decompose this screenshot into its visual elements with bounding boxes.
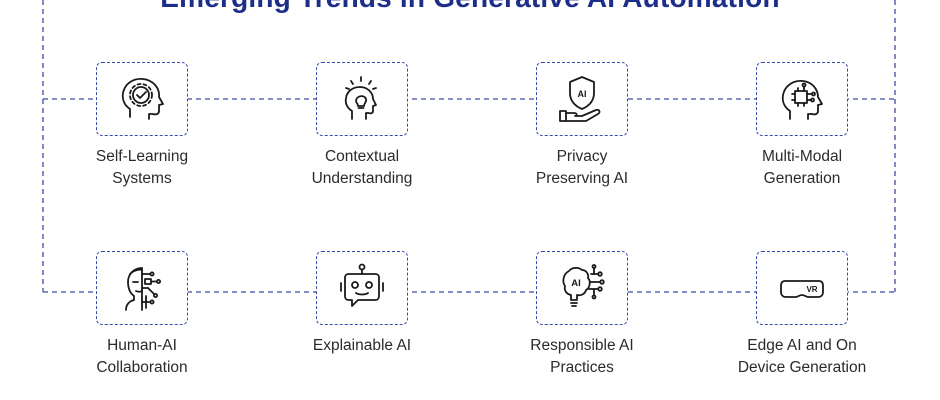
svg-text:AI: AI [571,278,581,289]
ai-bulb-circuit-icon: AI [562,264,605,307]
label-line2: Preserving AI [535,170,629,187]
card-multimodal [756,62,848,136]
label-line1: Human-AI [107,337,177,354]
diagram-title: Emerging Trends in Generative AI Automat… [0,0,940,14]
card-contextual [316,62,408,136]
shield-hand-ai-icon: AI [559,76,601,122]
card-privacy: AI [536,62,628,136]
label-line1: Privacy [556,148,608,165]
brain-gear-icon [121,78,164,120]
svg-text:VR: VR [806,285,817,294]
human-robot-face-icon [125,267,162,311]
label-multimodal: Multi-Modal Generation [712,146,892,190]
card-responsible: AI [536,251,628,325]
card-edge-ai: VR [756,251,848,325]
label-explainable: Explainable AI [272,335,452,357]
vr-headset-icon: VR [780,280,824,298]
label-line1: Self-Learning [95,148,189,165]
label-line1: Multi-Modal [761,148,843,165]
label-line2: Device Generation [737,359,867,376]
label-responsible: Responsible AI Practices [492,335,672,379]
label-line2: Practices [550,359,614,376]
label-line2: Collaboration [96,359,188,376]
label-line1: Explainable AI [312,337,412,354]
label-human-ai: Human-AI Collaboration [52,335,232,379]
svg-text:AI: AI [578,89,587,99]
label-line1: Contextual [324,148,400,165]
label-line1: Responsible AI [530,337,634,354]
head-lightbulb-icon [344,76,377,120]
label-self-learning: Self-Learning Systems [52,146,232,190]
label-edge-ai: Edge AI and On Device Generation [712,335,892,379]
robot-speech-icon [340,263,384,307]
label-line2: Understanding [311,170,413,187]
card-human-ai [96,251,188,325]
card-explainable [316,251,408,325]
label-line2: Systems [112,170,172,187]
head-circuit-icon [781,80,823,120]
label-privacy: Privacy Preserving AI [492,146,672,190]
label-line1: Edge AI and On [747,337,857,354]
label-line2: Generation [763,170,841,187]
label-contextual: Contextual Understanding [272,146,452,190]
card-self-learning [96,62,188,136]
